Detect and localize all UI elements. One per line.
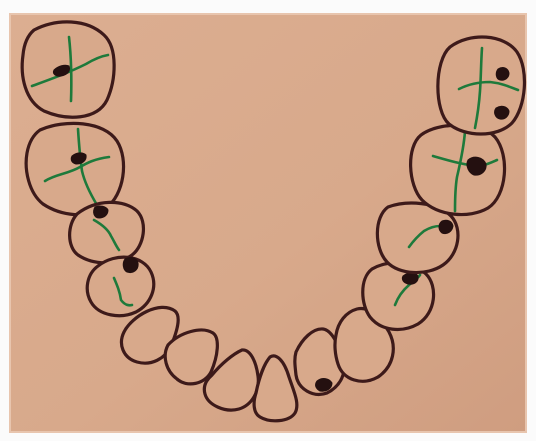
carious-marking (316, 379, 332, 392)
tooth-left-second-premolar (70, 202, 144, 263)
carious-marking (402, 273, 418, 285)
tooth-outline (87, 257, 153, 316)
carious-marking (496, 68, 509, 81)
carious-marking (495, 106, 509, 119)
tooth-right-first-molar (411, 125, 505, 214)
tooth-left-second-molar (22, 22, 114, 117)
tooth-left-first-premolar (87, 257, 153, 316)
carious-marking (123, 258, 138, 273)
tooth-right-second-molar (438, 37, 525, 134)
carious-marking (467, 157, 486, 175)
